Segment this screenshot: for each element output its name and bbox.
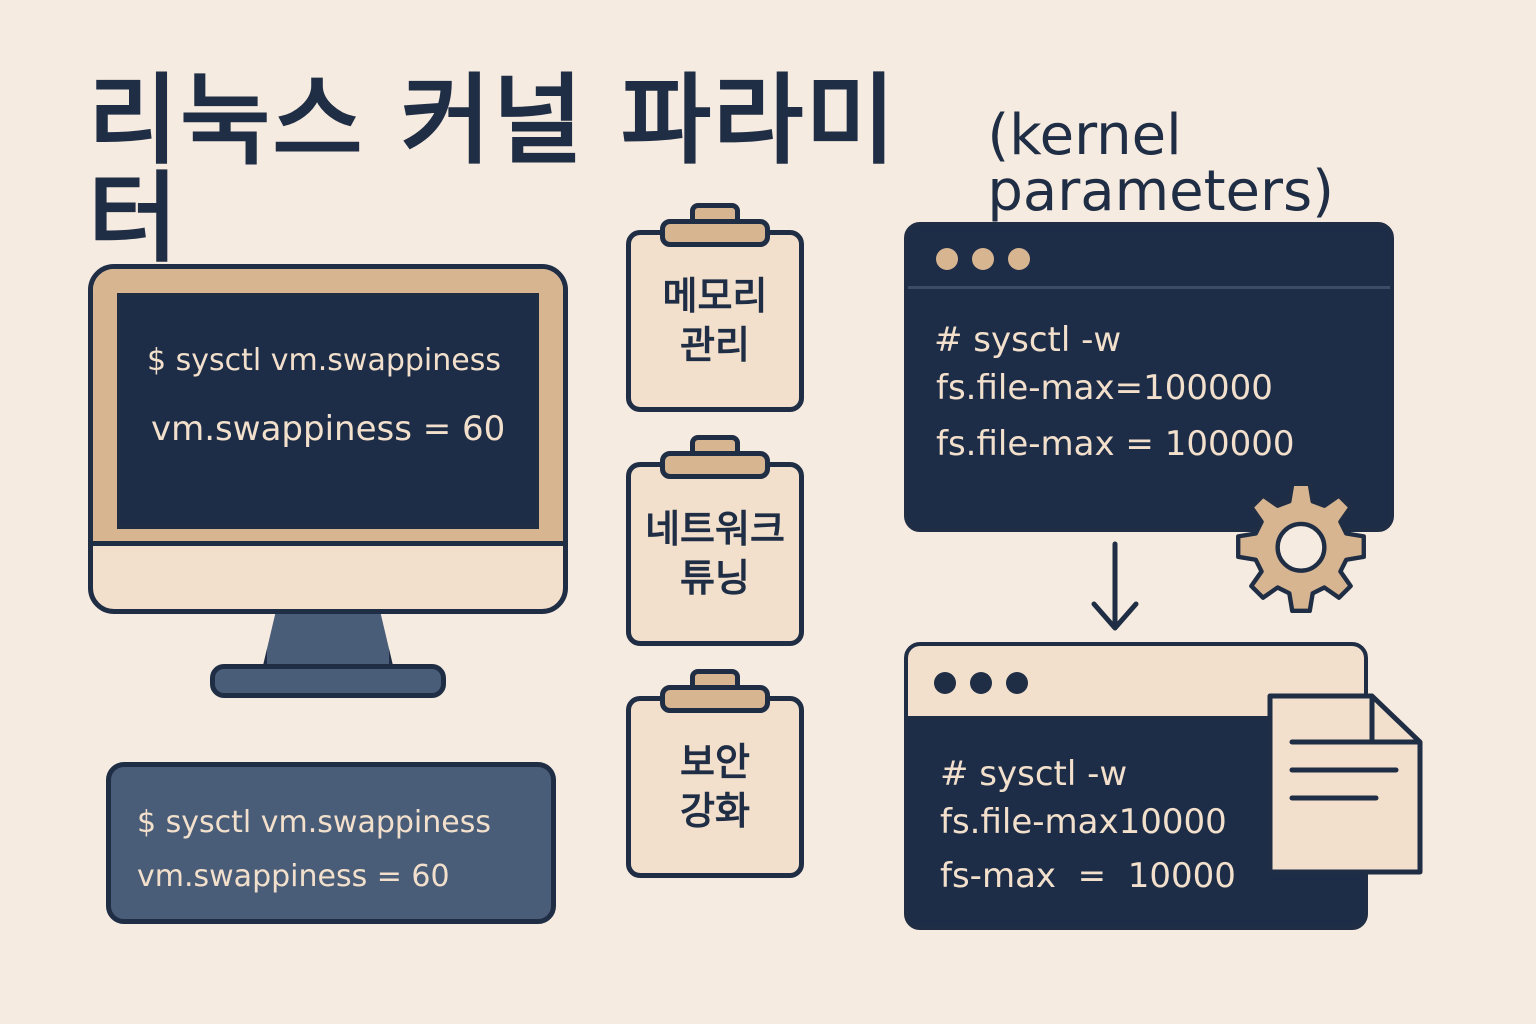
- monitor-line-1: $ sysctl vm.swappiness: [147, 343, 501, 378]
- terminal-bottom-line-1: # sysctl -w: [940, 754, 1128, 794]
- clipboard-security-line-1: 보안: [680, 739, 750, 784]
- clipboard-clip-icon: [660, 669, 770, 713]
- clipboard-clip-icon: [660, 435, 770, 479]
- monitor-stand-neck: [262, 614, 394, 670]
- monitor-icon: $ sysctl vm.swappiness vm.swappiness = 6…: [88, 264, 568, 614]
- arrow-down-icon: [1091, 541, 1139, 631]
- command-box: $ sysctl vm.swappiness vm.swappiness = 6…: [106, 762, 556, 924]
- terminal-window-top: # sysctl -w fs.file-max=100000 fs.file-m…: [904, 222, 1394, 532]
- terminal-top-line-3: fs.file-max = 100000: [936, 424, 1295, 464]
- terminal-top-line-2: fs.file-max=100000: [936, 368, 1273, 408]
- command-line-2: vm.swappiness = 60: [137, 859, 450, 894]
- clipboard-memory-line-2: 관리: [680, 323, 750, 367]
- terminal-bottom-line-2: fs.file-max10000: [940, 802, 1227, 842]
- window-dot-icon: [970, 672, 992, 694]
- monitor-screen: $ sysctl vm.swappiness vm.swappiness = 6…: [117, 293, 539, 529]
- clipboard-memory: 메모리 관리: [626, 203, 804, 412]
- command-line-1: $ sysctl vm.swappiness: [137, 805, 491, 840]
- monitor-line-2: vm.swappiness = 60: [151, 409, 506, 449]
- window-dot-icon: [934, 672, 956, 694]
- window-dot-icon: [972, 248, 994, 270]
- window-dot-icon: [936, 248, 958, 270]
- clipboard-network: 네트워크 튜닝: [626, 435, 804, 646]
- clipboard-network-line-1: 네트워크: [645, 506, 785, 551]
- clipboard-clip-icon: [660, 203, 770, 247]
- monitor-stand-base: [210, 664, 446, 698]
- page-title: 리눅스 커널 파라미터 (kernel parameters): [88, 72, 1536, 268]
- clipboard-security-line-2: 강화: [680, 789, 750, 833]
- title-sub: (kernel parameters): [987, 103, 1335, 224]
- window-separator: [908, 286, 1390, 289]
- title-main: 리눅스 커널 파라미터: [88, 64, 898, 276]
- window-dot-icon: [1008, 248, 1030, 270]
- gear-icon: [1236, 481, 1366, 614]
- terminal-bottom-line-3: fs-max = 10000: [940, 856, 1236, 896]
- clipboard-memory-line-1: 메모리: [662, 273, 768, 318]
- clipboard-network-line-2: 튜닝: [680, 556, 750, 600]
- window-dot-icon: [1006, 672, 1028, 694]
- terminal-top-line-1: # sysctl -w: [934, 320, 1122, 360]
- clipboard-security: 보안 강화: [626, 669, 804, 878]
- document-icon: [1267, 693, 1423, 875]
